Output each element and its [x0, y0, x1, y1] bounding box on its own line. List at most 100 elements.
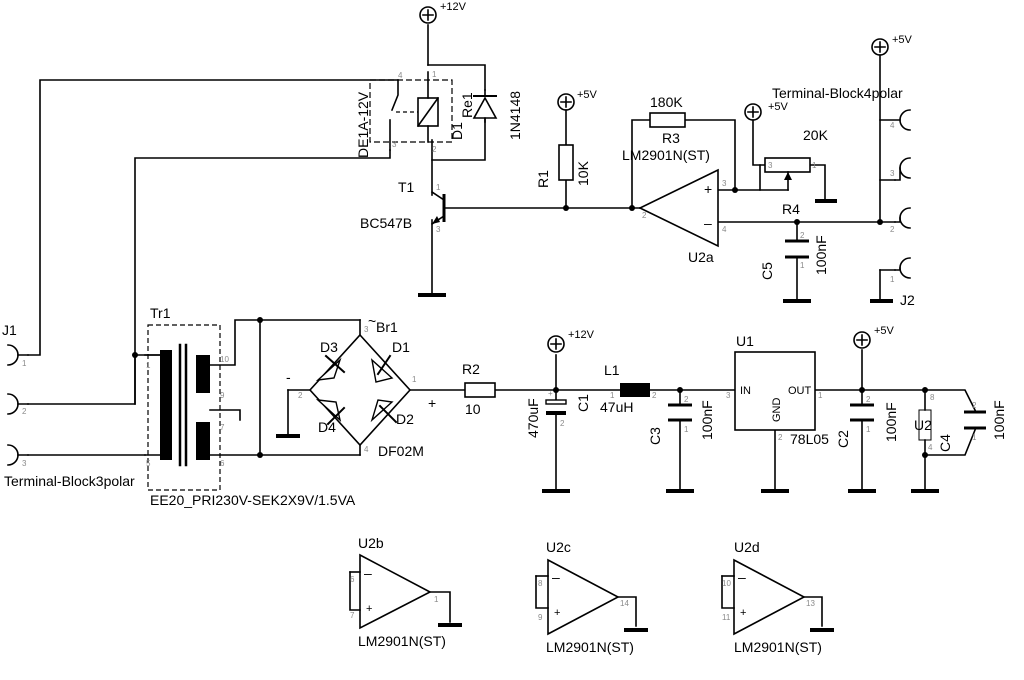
svg-text:+: +	[548, 389, 553, 398]
br-d1: D1	[392, 339, 410, 355]
c3-value: 100nF	[699, 400, 715, 440]
transformer-tr1: 10 9 7 6 1 5 Tr1 EE20_PRI230V-SEK2X9V/1.…	[144, 305, 356, 508]
svg-text:2: 2	[298, 391, 303, 400]
r3-name: R3	[662, 130, 680, 146]
power-12v-top: +12V	[419, 1, 467, 24]
svg-text:1: 1	[432, 70, 437, 79]
r1-value: 10K	[575, 160, 591, 186]
j1-value: Terminal-Block3polar	[4, 473, 135, 489]
u1-in-label: IN	[740, 385, 751, 397]
d1-name: D1	[449, 122, 465, 140]
svg-text:+: +	[740, 607, 746, 619]
power-5v-r1: +5V	[557, 89, 598, 111]
ground-symbols	[276, 199, 939, 632]
svg-text:4: 4	[364, 445, 369, 454]
c2-name: C2	[835, 430, 851, 448]
svg-text:8: 8	[538, 579, 543, 588]
svg-text:9: 9	[538, 613, 543, 622]
u2c-name: U2c	[546, 539, 571, 555]
svg-text:2: 2	[22, 407, 27, 416]
c1-value: 470uF	[525, 398, 541, 438]
svg-text:1: 1	[818, 391, 823, 400]
svg-text:–: –	[552, 569, 560, 585]
j1-name: J1	[2, 322, 17, 338]
relay-value: DE1A-12V	[355, 91, 371, 158]
l1-name: L1	[604, 362, 620, 378]
resistor-r3: 180K R3	[649, 94, 686, 146]
svg-text:–: –	[364, 565, 372, 581]
j2-name: J2	[900, 292, 915, 308]
br-minus: -	[286, 369, 291, 385]
r2-value: 10	[465, 401, 481, 417]
u1-name: U1	[736, 333, 754, 349]
svg-text:3: 3	[890, 169, 895, 178]
r4-name: R4	[782, 201, 800, 217]
c4-value: 100nF	[991, 400, 1007, 440]
br-d2: D2	[396, 411, 414, 427]
opamp-u2d: – + 10 11 13 U2d LM2901N(ST)	[721, 539, 823, 655]
c3-name: C3	[647, 427, 663, 445]
u2d-value: LM2901N(ST)	[734, 639, 822, 655]
svg-text:8: 8	[930, 393, 935, 402]
c5-name: C5	[759, 262, 775, 280]
diode-d1: D1 1N4148	[449, 89, 523, 140]
capacitor-c1: + 2 470uF C1	[525, 389, 591, 438]
l1-value: 47uH	[600, 399, 633, 415]
svg-text:+: +	[366, 603, 372, 615]
svg-text:10: 10	[722, 579, 731, 588]
svg-text:4: 4	[928, 443, 933, 452]
t1-name: T1	[398, 179, 415, 195]
u2a-value: LM2901N(ST)	[622, 147, 710, 163]
t1-value: BC547B	[360, 215, 412, 231]
relay-re1: 4 1 2 3 DE1A-12V Re1	[355, 70, 475, 158]
svg-text:2: 2	[972, 401, 977, 410]
power-label: +12V	[568, 329, 595, 341]
resistor-r1: R1 10K	[535, 144, 591, 188]
u1-value: 78L05	[790, 431, 829, 447]
svg-text:+: +	[554, 607, 560, 619]
r3-value: 180K	[650, 94, 683, 110]
c2-value: 100nF	[883, 402, 899, 442]
c5-value: 100nF	[813, 235, 829, 275]
svg-text:1: 1	[812, 161, 817, 170]
power-label: +5V	[892, 34, 913, 46]
power-label: +5V	[768, 101, 789, 113]
u2b-value: LM2901N(ST)	[358, 633, 446, 649]
u2a-name: U2a	[688, 249, 714, 265]
inductor-l1: 1 2 L1 47uH	[600, 362, 657, 415]
svg-text:2: 2	[778, 433, 783, 442]
regulator-u1: IN OUT GND 3 1 2 U1 78L05	[726, 333, 829, 447]
bridge-rectifier-br1: 2 3 4 1 D3 D1 D4 D2 ~ Br1 - + DF02M	[286, 313, 436, 459]
svg-text:1: 1	[866, 425, 871, 434]
r1-name: R1	[535, 170, 551, 188]
svg-text:9: 9	[220, 391, 225, 400]
svg-text:1: 1	[890, 275, 895, 284]
resistor-r2: R2 10	[462, 361, 496, 417]
opamp-u2c: – + 8 9 14 U2c LM2901N(ST)	[535, 539, 637, 655]
junctions	[132, 187, 928, 458]
power-label: +12V	[440, 1, 467, 13]
power-5v-r4: +5V	[744, 101, 789, 121]
opamp-u2b: – + 6 7 1 U2b LM2901N(ST)	[349, 535, 451, 649]
svg-text:3: 3	[22, 459, 27, 468]
power-label: +5V	[874, 325, 895, 337]
svg-text:5: 5	[146, 459, 151, 468]
svg-text:1: 1	[610, 391, 615, 400]
terminal-j2: 4 3 2 1 Terminal-Block4polar J2	[772, 85, 915, 308]
u1-gnd-label: GND	[771, 398, 783, 423]
u1-out-label: OUT	[788, 385, 812, 397]
svg-text:10: 10	[220, 355, 229, 364]
svg-text:–: –	[704, 215, 712, 231]
capacitor-c5: 2 1 C5 100nF	[759, 231, 829, 280]
svg-text:7: 7	[220, 423, 225, 432]
br-plus: +	[428, 395, 436, 411]
svg-text:2: 2	[652, 391, 657, 400]
svg-text:13: 13	[806, 599, 815, 608]
svg-text:1: 1	[146, 361, 151, 370]
terminal-j1: 1 2 3 J1 Terminal-Block3polar	[2, 322, 135, 489]
d1-value: 1N4148	[507, 91, 523, 140]
br-d4: D4	[318, 419, 336, 435]
svg-text:3: 3	[768, 161, 773, 170]
br1-value: DF02M	[378, 443, 424, 459]
c4-name: C4	[937, 434, 953, 452]
